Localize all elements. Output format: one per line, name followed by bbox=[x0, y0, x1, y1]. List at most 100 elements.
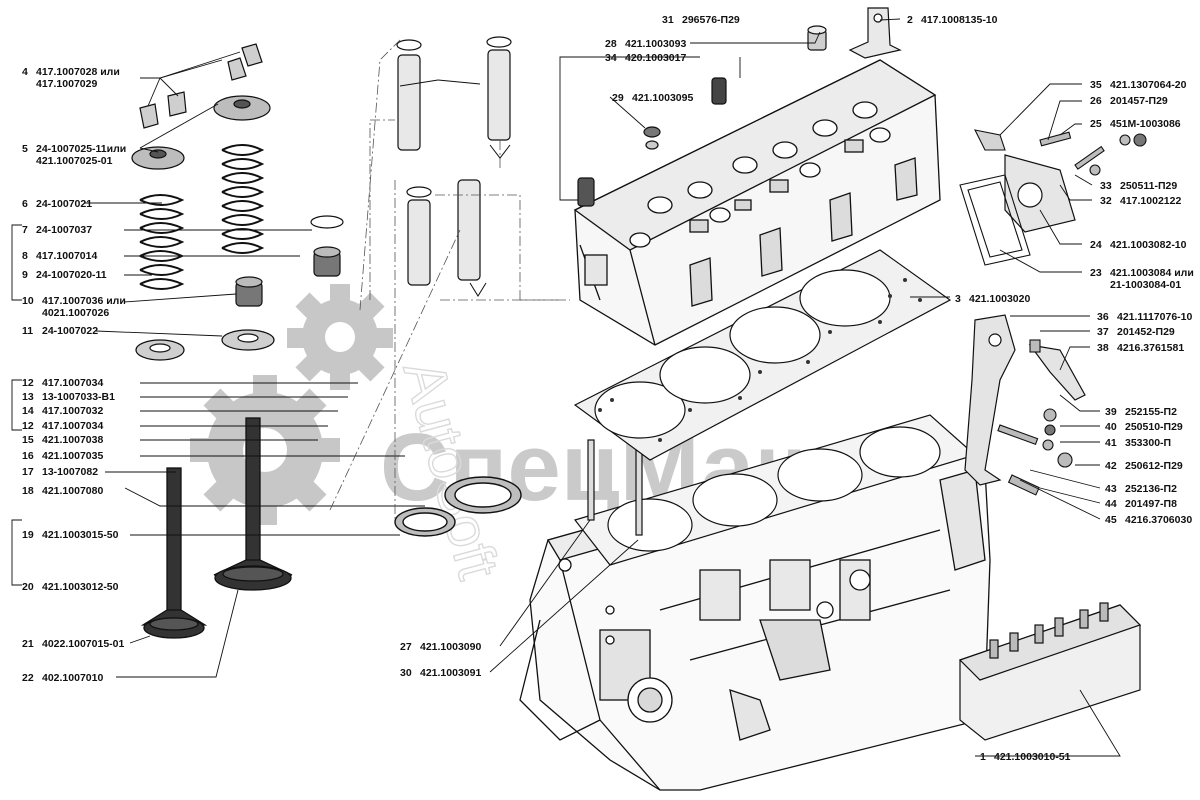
callout-number: 11 bbox=[22, 325, 33, 337]
fasteners-37-45 bbox=[997, 339, 1073, 496]
callout-part-code: 24-1007025-11или bbox=[36, 143, 126, 155]
callout-part-code: 421.1003090 bbox=[420, 641, 481, 653]
callout-number: 25 bbox=[1090, 118, 1102, 130]
valve-seals-8-10 bbox=[235, 215, 344, 307]
callout-part-code: 420.1003017 bbox=[625, 52, 686, 64]
callout-l44: 44 201497-П8 bbox=[1105, 498, 1177, 510]
callout-number: 28 bbox=[605, 38, 617, 50]
callout-number: 35 bbox=[1090, 79, 1102, 91]
callout-part-code: 421.1003091 bbox=[420, 667, 481, 679]
callout-number: 5 bbox=[22, 143, 28, 155]
sleeve-28 bbox=[577, 177, 595, 207]
callout-part-code: 201452-П29 bbox=[1117, 326, 1175, 338]
callout-l41: 41 353300-П bbox=[1105, 437, 1171, 449]
callout-number: 16 bbox=[22, 450, 34, 462]
callout-part-code: 417.1007028 или bbox=[36, 66, 120, 78]
callout-number: 39 bbox=[1105, 406, 1117, 418]
callout-part-code: 201497-П8 bbox=[1125, 498, 1177, 510]
callout-number: 26 bbox=[1090, 95, 1102, 107]
callout-part-code: 421.1117076-10 bbox=[1117, 311, 1192, 323]
callout-number: 44 bbox=[1105, 498, 1117, 510]
callout-part-code: 421.1003095 bbox=[632, 92, 693, 104]
callout-number: 17 bbox=[22, 466, 34, 478]
callout-l30: 30 421.1003091 bbox=[400, 667, 481, 679]
callout-number: 1 bbox=[980, 751, 986, 763]
plug-31 bbox=[807, 25, 827, 51]
callout-number: 8 bbox=[22, 250, 28, 262]
cylinder-head bbox=[573, 59, 941, 346]
callout-part-code: 421.1003015-50 bbox=[42, 529, 119, 541]
callout-part-code: 421.1007038 bbox=[42, 434, 103, 446]
bolts-25-26-32-33 bbox=[1039, 131, 1147, 176]
callout-part-code-alt: 21-1003084-01 bbox=[1110, 279, 1181, 291]
callout-part-code: 421.1003084 или bbox=[1110, 267, 1194, 279]
arrows bbox=[399, 79, 511, 297]
callout-part-code: 24-1007021 bbox=[36, 198, 92, 210]
callout-part-code: 353300-П bbox=[1125, 437, 1171, 449]
callout-number: 33 bbox=[1100, 180, 1112, 192]
valves bbox=[140, 417, 293, 639]
callout-part-code: 421.1307064-20 bbox=[1110, 79, 1187, 91]
callout-part-code: 421.1003082-10 bbox=[1110, 239, 1187, 251]
callout-number: 31 bbox=[662, 14, 674, 26]
bracket-2 bbox=[848, 7, 902, 59]
callout-part-code: 417.1007014 bbox=[36, 250, 97, 262]
spring-caps-5 bbox=[131, 95, 271, 170]
valve-keepers-4 bbox=[139, 43, 263, 129]
callout-number: 14 bbox=[22, 405, 34, 417]
callout-number: 10 bbox=[22, 295, 34, 307]
callout-l29: 29 421.1003095 bbox=[612, 92, 693, 104]
cover-24 bbox=[1004, 154, 1076, 233]
callout-part-code-alt: 4021.1007026 bbox=[42, 307, 109, 319]
callout-part-code: 250510-П29 bbox=[1125, 421, 1183, 433]
callout-part-code: 451М-1003086 bbox=[1110, 118, 1181, 130]
callout-part-code: 4022.1007015-01 bbox=[42, 638, 124, 650]
callout-part-code: 24-1007020-11 bbox=[36, 269, 107, 281]
callout-part-code: 421.1007035 bbox=[42, 450, 103, 462]
callout-number: 18 bbox=[22, 485, 34, 497]
callout-number: 29 bbox=[612, 92, 624, 104]
sleeve-34 bbox=[711, 77, 727, 105]
callout-part-code-alt: 421.1007025-01 bbox=[36, 155, 113, 167]
callout-number: 41 bbox=[1105, 437, 1117, 449]
callout-number: 24 bbox=[1090, 239, 1102, 251]
callout-part-code: 250511-П29 bbox=[1120, 180, 1177, 192]
callout-number: 32 bbox=[1100, 195, 1112, 207]
callout-part-code: 402.1007010 bbox=[42, 672, 103, 684]
callout-number: 30 bbox=[400, 667, 412, 679]
callout-number: 34 bbox=[605, 52, 617, 64]
callout-number: 38 bbox=[1097, 342, 1109, 354]
sender-35 bbox=[974, 129, 1006, 151]
callout-l24: 24 421.1003082-10 bbox=[1090, 239, 1187, 251]
callout-part-code-alt: 417.1007029 bbox=[36, 78, 97, 90]
